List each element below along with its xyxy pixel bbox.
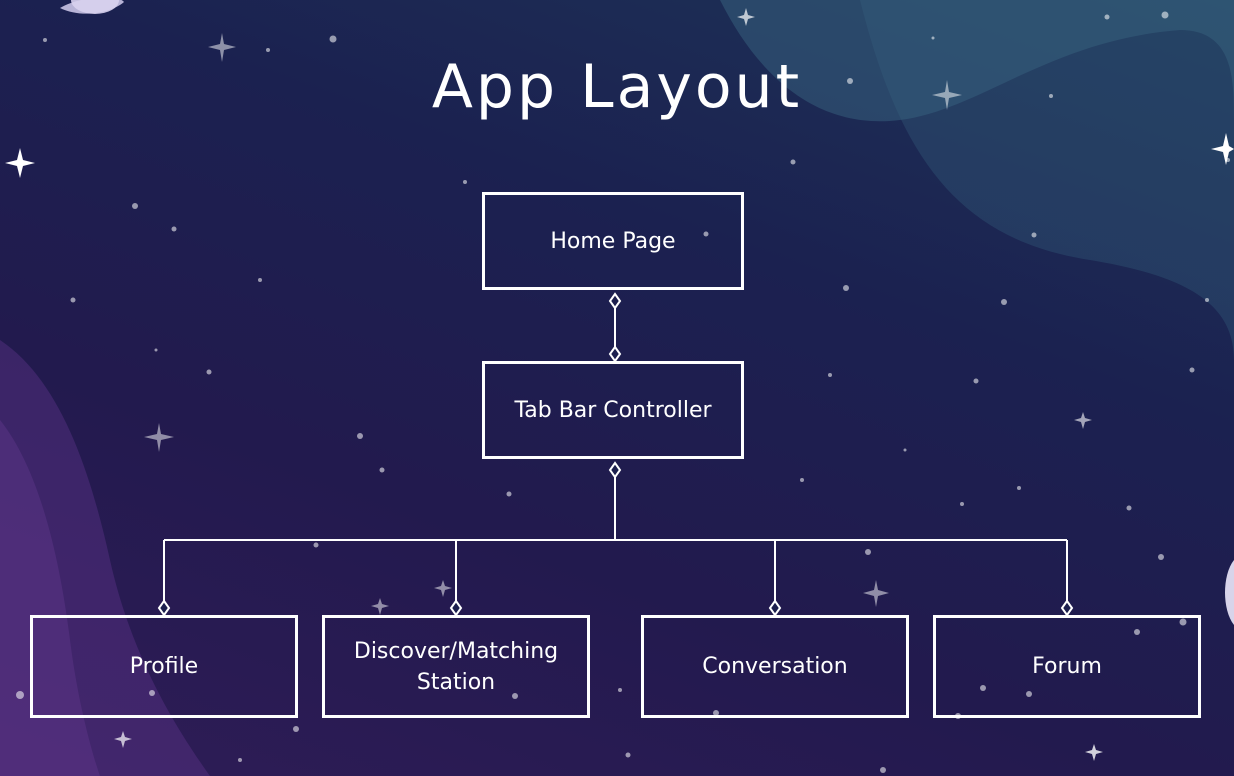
node-discover-matching-station: Discover/Matching Station [322, 615, 590, 718]
node-label: Profile [129, 654, 199, 679]
planet-topleft [71, 0, 119, 14]
node-label: Conversation [702, 654, 848, 679]
page-title: App Layout [431, 52, 803, 122]
node-label: Tab Bar Controller [514, 397, 712, 423]
purple-nebula-shape [0, 340, 210, 776]
diamond-marker [608, 345, 622, 363]
diamond-marker [608, 461, 622, 479]
node-conversation: Conversation [641, 615, 909, 718]
planet-edge-right [1225, 560, 1234, 625]
node-label: Home Page [550, 228, 676, 254]
diamond-marker [157, 599, 171, 617]
sparkle-stars [5, 8, 1234, 761]
node-forum: Forum [933, 615, 1201, 718]
diamond-marker [1060, 599, 1074, 617]
teal-nebula-shape-right [860, 0, 1234, 360]
node-label: Forum [1032, 654, 1102, 679]
diamond-marker [768, 599, 782, 617]
purple-nebula-inner [0, 420, 100, 776]
diamond-marker [449, 599, 463, 617]
teal-nebula-shape [720, 0, 1234, 122]
diamond-marker [608, 292, 622, 310]
node-profile: Profile [30, 615, 298, 718]
star-field [16, 11, 1230, 773]
node-home-page: Home Page [482, 192, 744, 290]
node-tab-bar-controller: Tab Bar Controller [482, 361, 744, 459]
node-label: Discover/Matching Station [353, 638, 559, 695]
